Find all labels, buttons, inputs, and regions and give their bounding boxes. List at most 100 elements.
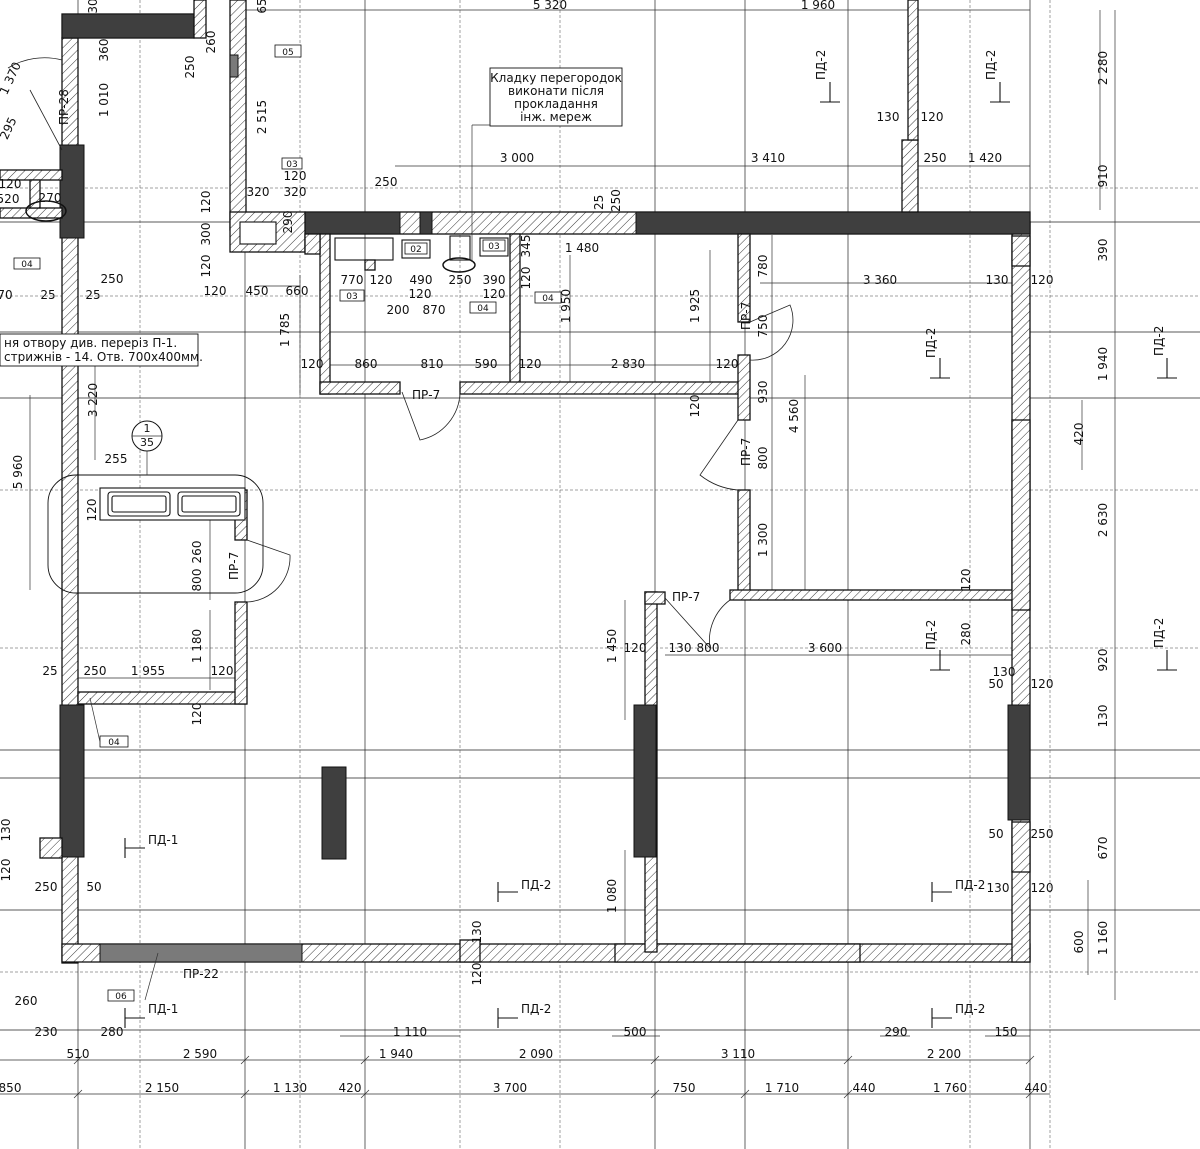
svg-text:130: 130 — [877, 110, 900, 124]
svg-text:25: 25 — [85, 288, 100, 302]
svg-text:120: 120 — [688, 395, 702, 418]
svg-text:1 450: 1 450 — [605, 629, 619, 663]
tag-03-c: 03 — [346, 292, 357, 302]
svg-text:295: 295 — [0, 115, 20, 142]
svg-text:250: 250 — [1031, 827, 1054, 841]
svg-text:120: 120 — [1031, 677, 1054, 691]
svg-text:200: 200 — [387, 303, 410, 317]
svg-text:4 560: 4 560 — [787, 399, 801, 433]
svg-text:1 480: 1 480 — [565, 241, 599, 255]
svg-text:120: 120 — [470, 963, 484, 986]
svg-text:1 370: 1 370 — [0, 60, 24, 97]
svg-text:ПД-2: ПД-2 — [955, 1002, 985, 1016]
svg-text:120: 120 — [211, 664, 234, 678]
svg-text:450: 450 — [246, 284, 269, 298]
tag-05: 05 — [282, 48, 293, 58]
dims-bottom-row-1: 510 2 590 1 940 2 090 3 110 2 200 — [67, 1047, 962, 1061]
svg-text:420: 420 — [339, 1081, 362, 1095]
svg-text:510: 510 — [67, 1047, 90, 1061]
svg-text:120: 120 — [409, 287, 432, 301]
dims-bottom-inner: 130 120 260 230 280 1 110 500 290 150 — [15, 921, 1018, 1039]
note-line-3: прокладання — [514, 97, 598, 111]
svg-text:120: 120 — [716, 357, 739, 371]
svg-text:250: 250 — [35, 880, 58, 894]
svg-text:ПД-2: ПД-2 — [1152, 618, 1166, 648]
svg-text:25: 25 — [592, 195, 606, 210]
svg-text:1 180: 1 180 — [190, 629, 204, 663]
pr28-label: ПР-28 — [57, 89, 71, 125]
svg-text:120: 120 — [85, 499, 99, 522]
svg-text:750: 750 — [756, 315, 770, 338]
pr-labels: ПР-28 ПР-7 ПР-7 ПР-7 ПР-7 ПР-7 ПР-22 — [57, 89, 753, 981]
svg-text:250: 250 — [183, 56, 197, 79]
svg-text:1 300: 1 300 — [756, 523, 770, 557]
dims-left: 1 370 1 010 360 250 295 520 120 270 70 2… — [0, 39, 233, 894]
walls — [0, 0, 1031, 964]
svg-text:120: 120 — [0, 177, 21, 191]
pd2-vertical-1: ПД-2 — [814, 50, 840, 103]
svg-text:390: 390 — [483, 273, 506, 287]
svg-text:3 600: 3 600 — [808, 641, 842, 655]
svg-text:ПД-2: ПД-2 — [924, 620, 938, 650]
svg-text:130: 130 — [1096, 705, 1110, 728]
svg-text:390: 390 — [1096, 239, 1110, 262]
svg-text:2 200: 2 200 — [927, 1047, 961, 1061]
svg-text:1 950: 1 950 — [559, 289, 573, 323]
svg-text:850: 850 — [0, 1081, 21, 1095]
dims-top: 5 320 1 960 3 000 3 410 250 1 420 25 250 — [500, 0, 1002, 212]
svg-text:250: 250 — [609, 189, 623, 212]
pd2-horizontal-1: ПД-2 — [497, 878, 551, 902]
dimension-lines — [0, 9, 1116, 1095]
svg-text:770: 770 — [341, 273, 364, 287]
svg-text:120: 120 — [519, 267, 533, 290]
side-note-line-2: стрижнів - 14. Отв. 700х400мм. — [4, 350, 203, 364]
pd2-horizontal-4: ПД-2 — [931, 1002, 985, 1028]
svg-text:2 515: 2 515 — [255, 100, 269, 134]
svg-text:800: 800 — [697, 641, 720, 655]
side-note-box: ня отвору див. переріз П-1. стрижнів - 1… — [0, 333, 203, 367]
svg-text:70: 70 — [0, 288, 13, 302]
svg-text:300: 300 — [199, 223, 213, 246]
pr7-label-4: ПР-7 — [227, 552, 241, 580]
svg-text:3 410: 3 410 — [751, 151, 785, 165]
svg-text:150: 150 — [995, 1025, 1018, 1039]
svg-text:2 090: 2 090 — [519, 1047, 553, 1061]
pr22-label: ПР-22 — [183, 967, 219, 981]
svg-text:780: 780 — [756, 255, 770, 278]
pd-arrows: ПД-2 ПД-2 ПД-2 ПД-2 ПД-2 ПД-2 — [124, 50, 1177, 1028]
tag-03-b: 03 — [488, 242, 499, 252]
section-marker-top: 1 — [144, 422, 151, 435]
svg-text:ПД-1: ПД-1 — [148, 833, 178, 847]
svg-text:50: 50 — [988, 827, 1003, 841]
note-line-4: інж. мереж — [520, 110, 592, 124]
svg-text:120: 120 — [624, 641, 647, 655]
svg-text:250: 250 — [375, 175, 398, 189]
svg-text:50: 50 — [988, 677, 1003, 691]
svg-text:3 220: 3 220 — [86, 383, 100, 417]
section-marker: 1 35 — [131, 420, 163, 475]
svg-text:25: 25 — [40, 288, 55, 302]
svg-text:130: 130 — [669, 641, 692, 655]
svg-text:ПД-2: ПД-2 — [955, 878, 985, 892]
svg-text:2 830: 2 830 — [611, 357, 645, 371]
svg-text:255: 255 — [105, 452, 128, 466]
side-note-line-1: ня отвору див. переріз П-1. — [4, 336, 177, 350]
svg-text:520: 520 — [0, 192, 19, 206]
svg-text:750: 750 — [673, 1081, 696, 1095]
tag-boxes: 05 03 02 03 03 04 04 04 06 04 — [13, 44, 562, 1002]
svg-text:1 420: 1 420 — [968, 151, 1002, 165]
svg-text:260: 260 — [204, 31, 218, 54]
svg-text:25: 25 — [42, 664, 57, 678]
svg-text:930: 930 — [756, 381, 770, 404]
svg-text:800: 800 — [756, 447, 770, 470]
pd2-vertical-6: ПД-2 — [1152, 618, 1177, 671]
svg-text:1 080: 1 080 — [605, 879, 619, 913]
svg-text:270: 270 — [39, 191, 62, 205]
pd2-horizontal-3: ПД-2 — [931, 878, 985, 902]
svg-text:1 955: 1 955 — [131, 664, 165, 678]
svg-text:120: 120 — [519, 357, 542, 371]
svg-text:120: 120 — [199, 191, 213, 214]
svg-text:120: 120 — [204, 284, 227, 298]
svg-text:3 000: 3 000 — [500, 151, 534, 165]
